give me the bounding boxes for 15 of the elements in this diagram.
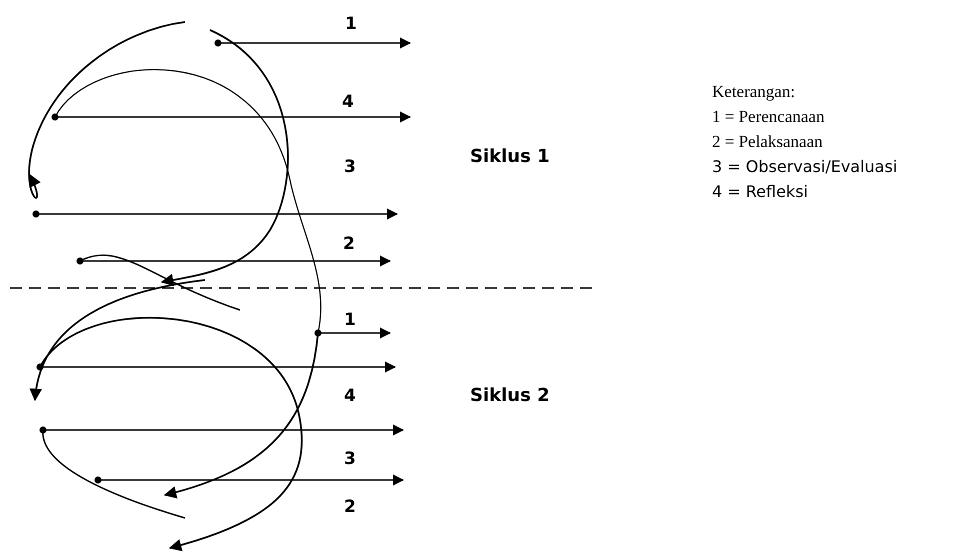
cycle-label: Siklus 2: [470, 385, 550, 406]
legend-item: 1 = Perencanaan: [712, 107, 824, 127]
legend-item: 3 = Observasi/Evaluasi: [712, 157, 898, 176]
step-number: 4: [342, 92, 354, 112]
legend-item: 2 = Pelaksanaan: [712, 132, 823, 152]
step-number: 3: [344, 157, 356, 177]
step-number: 2: [343, 234, 355, 254]
step-number: 4: [344, 386, 356, 406]
cycle-label: Siklus 1: [470, 146, 550, 167]
step-number: 2: [344, 497, 356, 517]
step-number: 3: [344, 449, 356, 469]
step-number: 1: [345, 14, 357, 34]
legend-item: 4 = Refleksi: [712, 182, 808, 201]
step-number: 1: [344, 310, 356, 330]
legend-title: Keterangan:: [712, 82, 796, 102]
